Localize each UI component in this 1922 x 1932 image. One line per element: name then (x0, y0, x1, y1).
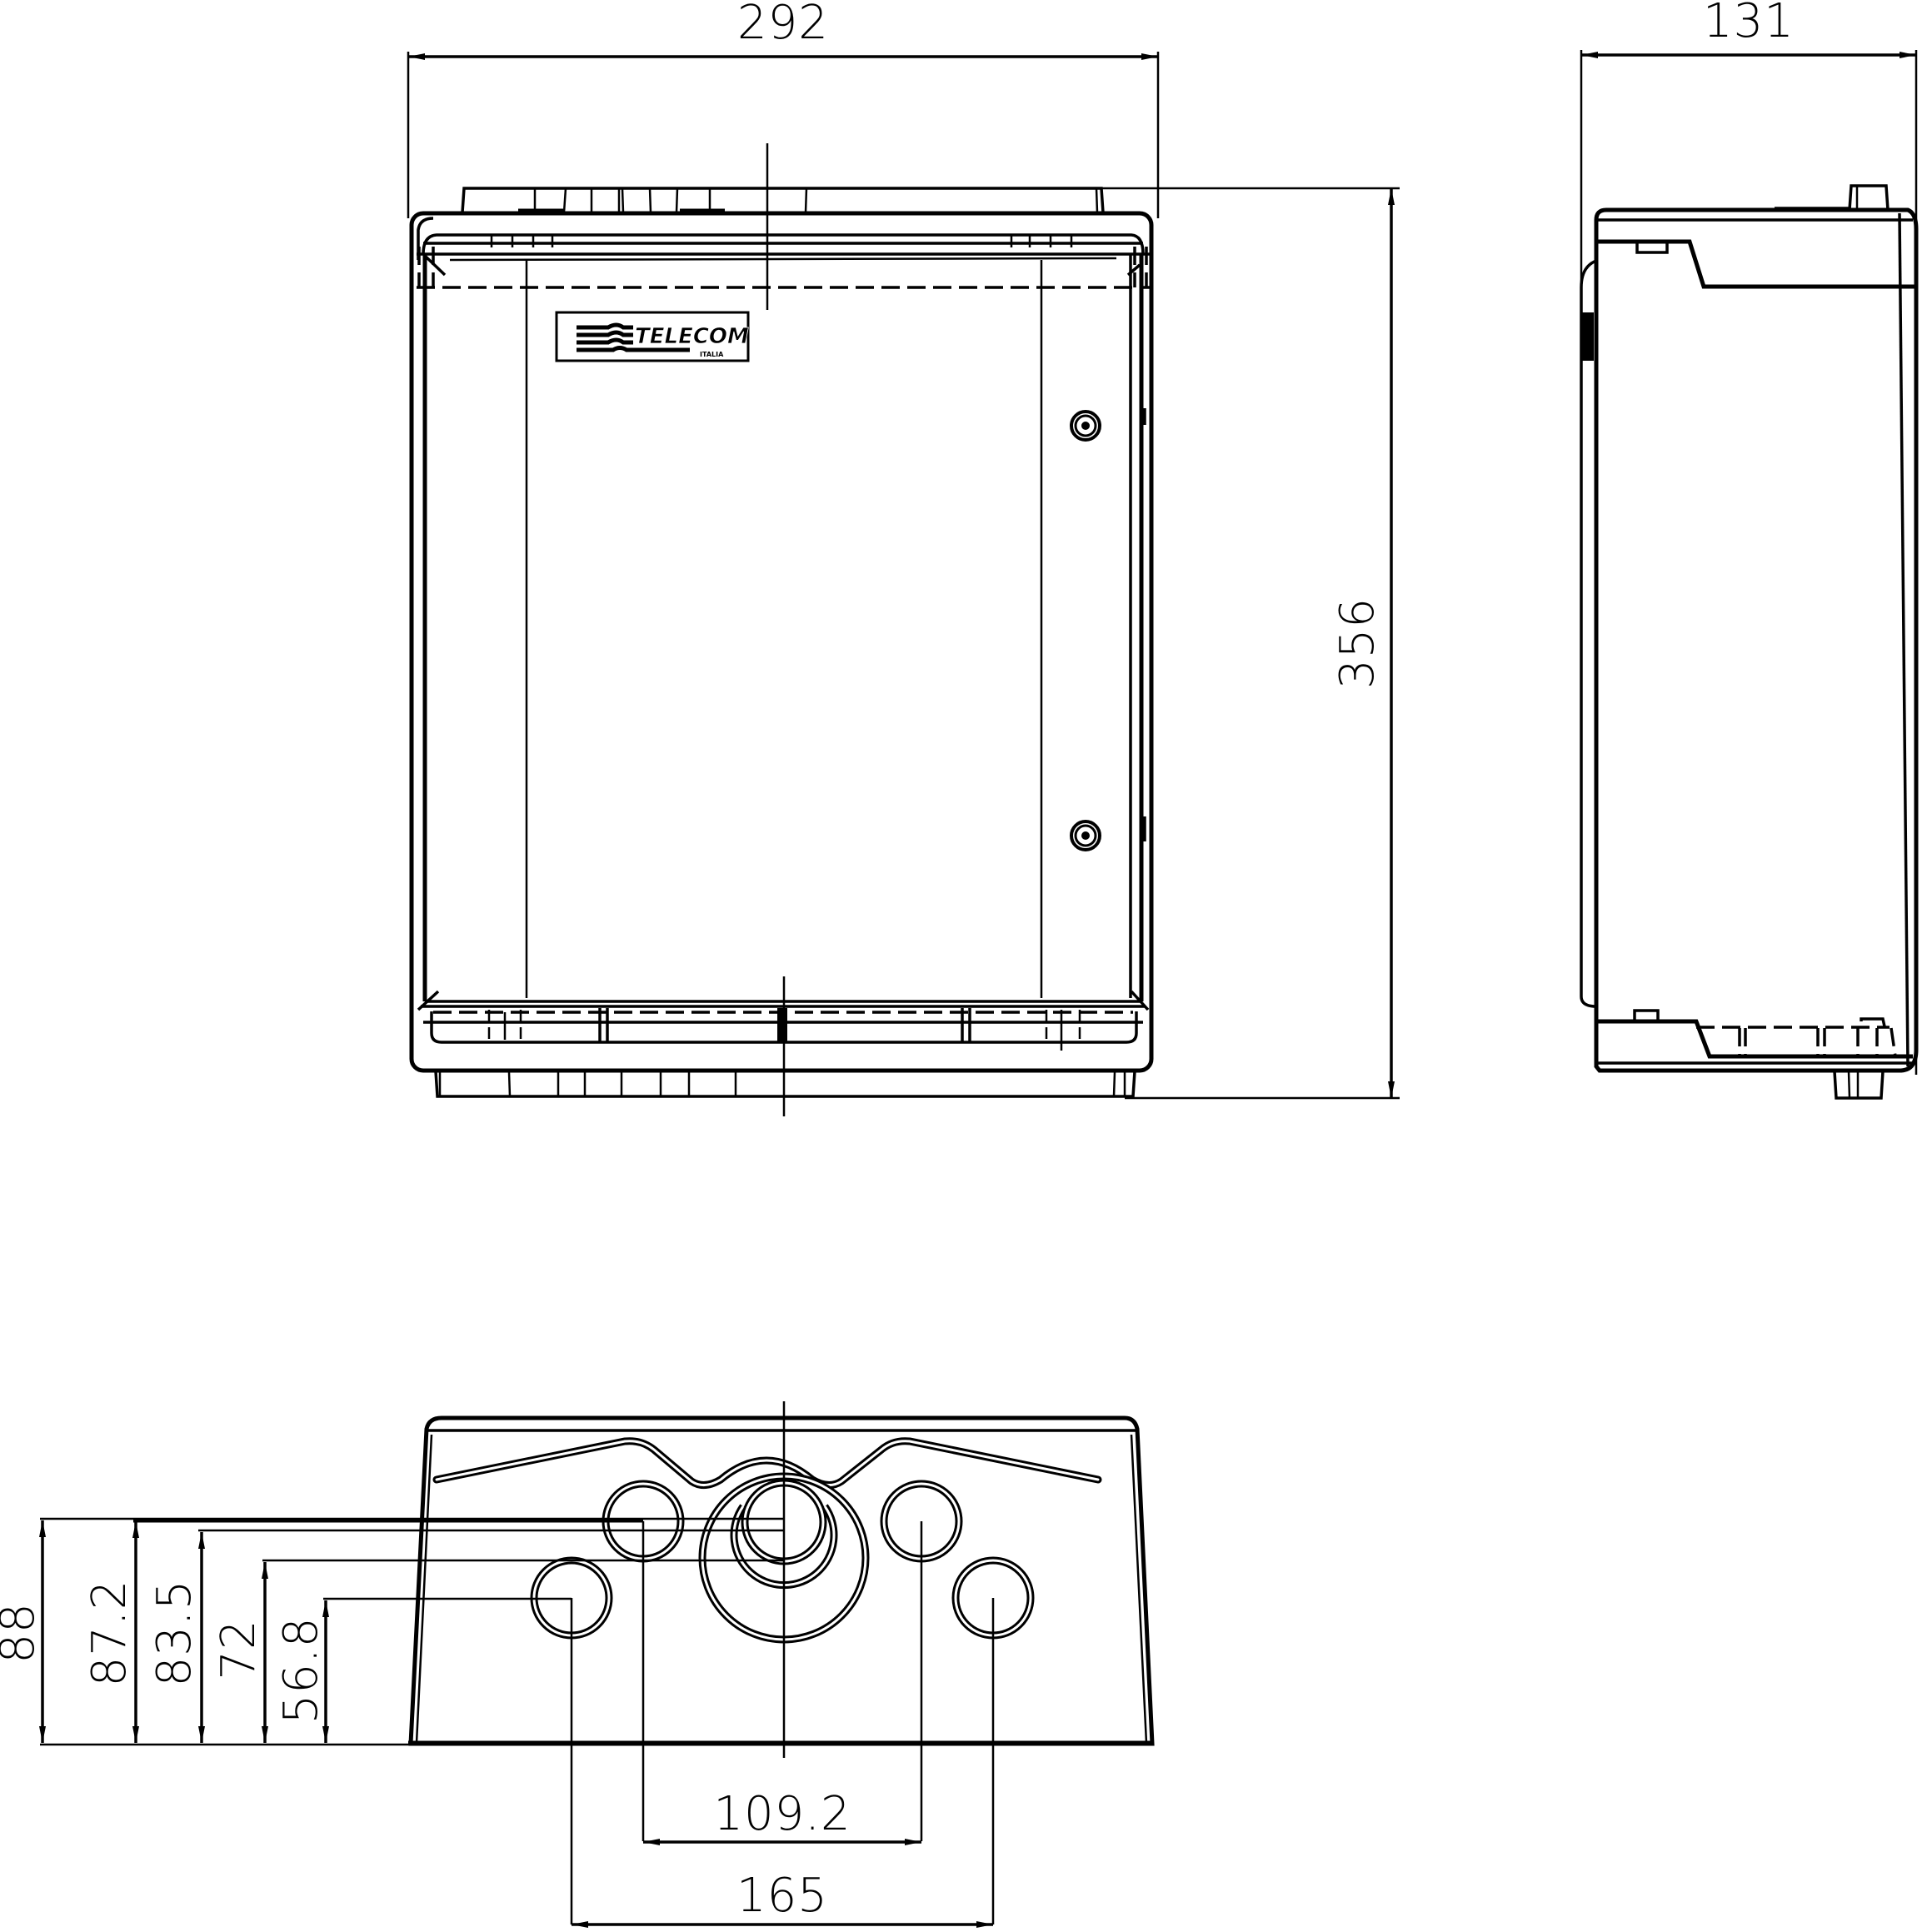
logo-brand: TELECOM (635, 324, 749, 349)
dim-label-109-2: 109.2 (713, 1787, 851, 1841)
dim-label-height: 356 (1330, 597, 1385, 689)
dim-label-87-2: 87.2 (82, 1580, 137, 1687)
dimension-spacings: 109.2 165 (572, 1787, 993, 1928)
screw-icon-top (1070, 410, 1101, 442)
dimension-depth-131: 131 (1580, 0, 1918, 1075)
dimension-heights: 88 87.2 83.5 72 56.8 (0, 1520, 329, 1743)
dim-label-165: 165 (736, 1869, 828, 1923)
dim-label-56-8: 56.8 (274, 1617, 328, 1725)
top-hinge-strip (461, 187, 1105, 213)
dim-label-88: 88 (0, 1602, 45, 1663)
dimension-width-292: 292 (407, 0, 1160, 218)
cable-rib (432, 1437, 1102, 1489)
bottom-hinge-strip (434, 1071, 1136, 1098)
dim-label-width: 292 (737, 0, 829, 50)
screw-icon-bottom (1070, 820, 1101, 851)
dim-label-72: 72 (212, 1619, 266, 1680)
top-slots (490, 236, 1073, 255)
dim-label-83-5: 83.5 (147, 1580, 202, 1687)
outer-frame (409, 211, 1154, 1073)
logo-sub: ITALIA (700, 351, 724, 358)
bottom-view: 88 87.2 83.5 72 56.8 109.2 165 (0, 1401, 1155, 1928)
telecom-logo: TELECOM ITALIA (555, 311, 750, 362)
front-view: 292 356 (407, 0, 1400, 1116)
dim-label-depth: 131 (1703, 0, 1795, 48)
dimension-height-356: 356 (1100, 187, 1400, 1100)
side-view: 131 (1580, 0, 1919, 1100)
